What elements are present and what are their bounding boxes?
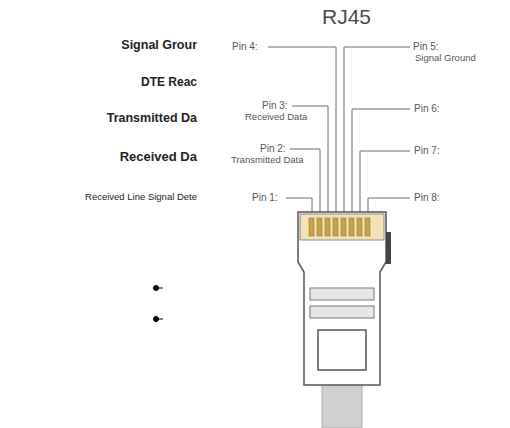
pin-label: Pin 2: (260, 143, 286, 154)
signal-name: Received Line Signal Dete (85, 192, 197, 202)
pin-label: Pin 1: (252, 192, 278, 203)
pin-label: Received Data (245, 112, 307, 122)
plug-body (298, 212, 391, 428)
pin-label: Signal Ground (415, 53, 476, 63)
pin-label: Pin 4: (232, 41, 258, 52)
pin-label: Pin 5: (413, 41, 439, 52)
pin-label: Transmitted Data (231, 155, 304, 165)
pin-label: Pin 3: (262, 100, 288, 111)
signal-name: Received Da (120, 150, 197, 164)
signal-name: Transmitted Da (107, 112, 197, 126)
signal-name: Signal Grour (121, 39, 197, 53)
bullet-symbols (154, 286, 164, 322)
diagram-title: RJ45 (322, 6, 371, 27)
leader-lines (268, 47, 410, 222)
pin-label: Pin 8: (414, 192, 440, 203)
pin-label: Pin 6: (414, 103, 440, 114)
signal-name: DTE Reac (141, 76, 197, 89)
pin-label: Pin 7: (414, 145, 440, 156)
